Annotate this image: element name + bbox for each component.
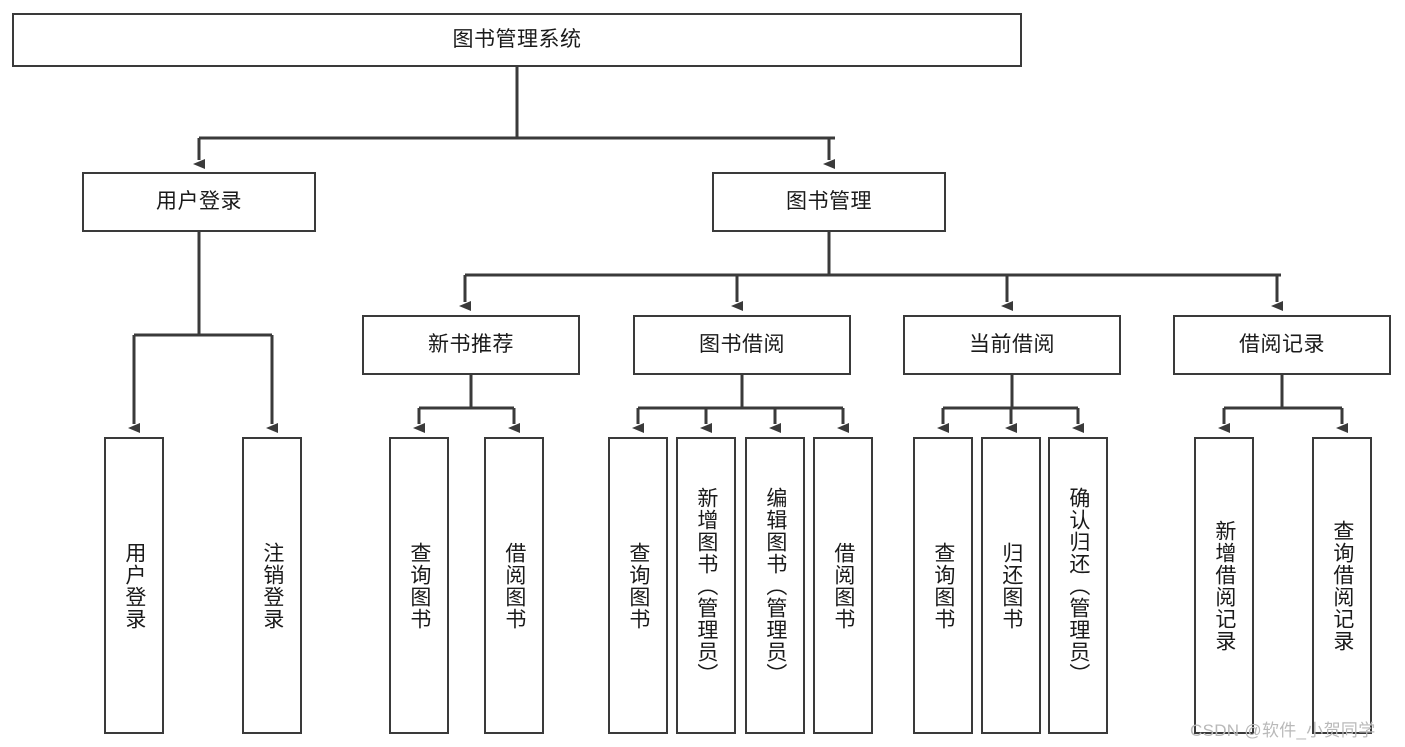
node-new-book-rec[interactable]: 新书推荐 [362,315,580,375]
node-user-login[interactable]: 用户登录 [82,172,316,232]
node-leaf-query-book-bor[interactable]: 查询图书 [608,437,668,734]
node-leaf-add-record[interactable]: 新增借阅记录 [1194,437,1254,734]
node-leaf-add-book[interactable]: 新增图书（管理员） [676,437,736,734]
node-leaf-borrow-book-bor[interactable]: 借阅图书 [813,437,873,734]
node-leaf-user-login[interactable]: 用户登录 [104,437,164,734]
node-book-manage[interactable]: 图书管理 [712,172,946,232]
node-root[interactable]: 图书管理系统 [12,13,1022,67]
node-leaf-return-book[interactable]: 归还图书 [981,437,1041,734]
csdn-watermark: CSDN @软件_小贺同学 [1190,721,1376,740]
node-leaf-confirm-return[interactable]: 确认归还（管理员） [1048,437,1108,734]
node-leaf-edit-book[interactable]: 编辑图书（管理员） [745,437,805,734]
node-leaf-user-logout[interactable]: 注销登录 [242,437,302,734]
node-book-borrow[interactable]: 图书借阅 [633,315,851,375]
node-leaf-query-book-rec[interactable]: 查询图书 [389,437,449,734]
node-leaf-query-book-cur[interactable]: 查询图书 [913,437,973,734]
node-leaf-query-record[interactable]: 查询借阅记录 [1312,437,1372,734]
node-leaf-borrow-book-rec[interactable]: 借阅图书 [484,437,544,734]
node-borrow-record[interactable]: 借阅记录 [1173,315,1391,375]
node-current-borrow[interactable]: 当前借阅 [903,315,1121,375]
